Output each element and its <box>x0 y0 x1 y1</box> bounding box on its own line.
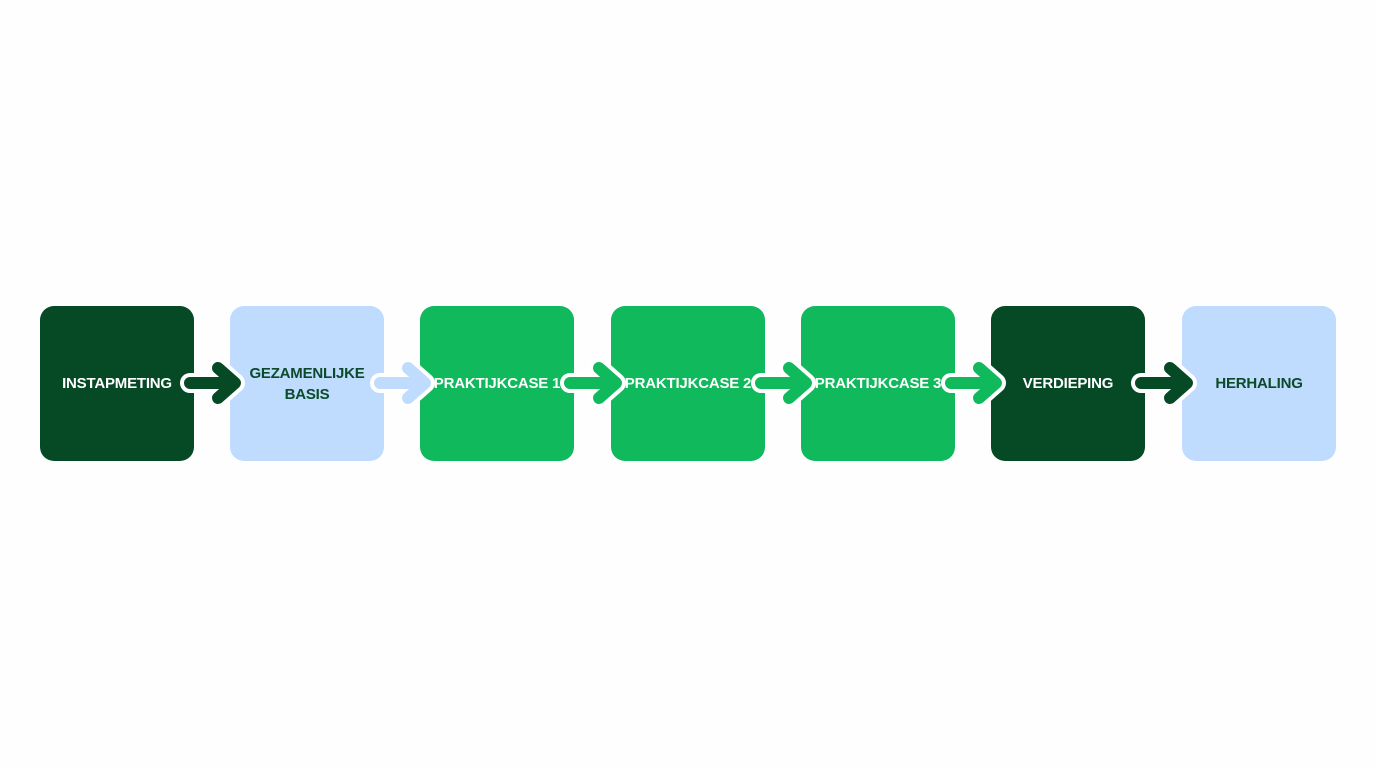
arrow-icon <box>1131 358 1197 408</box>
step-label: PRAKTIJKCASE 1 <box>433 375 561 392</box>
step-box-7: HERHALING <box>1182 306 1336 461</box>
arrow-icon <box>180 358 245 408</box>
arrow-icon <box>560 358 626 408</box>
step-label: PRAKTIJKCASE 2 <box>624 375 752 392</box>
step-box-5: PRAKTIJKCASE 3 <box>801 306 955 461</box>
arrow-icon <box>941 358 1006 408</box>
arrow-icon <box>370 358 435 408</box>
step-box-6: VERDIEPING <box>991 306 1145 461</box>
step-box-4: PRAKTIJKCASE 2 <box>611 306 765 461</box>
step-label: PRAKTIJKCASE 3 <box>814 375 942 392</box>
step-label: INSTAPMETING <box>62 375 172 392</box>
step-label: HERHALING <box>1215 375 1303 392</box>
step-box-2: GEZAMENLIJKE BASIS <box>230 306 384 461</box>
arrow-icon <box>751 358 816 408</box>
step-box-1: INSTAPMETING <box>40 306 194 461</box>
step-box-3: PRAKTIJKCASE 1 <box>420 306 574 461</box>
step-label: GEZAMENLIJKE BASIS <box>249 364 365 403</box>
step-label: VERDIEPING <box>1022 375 1114 392</box>
